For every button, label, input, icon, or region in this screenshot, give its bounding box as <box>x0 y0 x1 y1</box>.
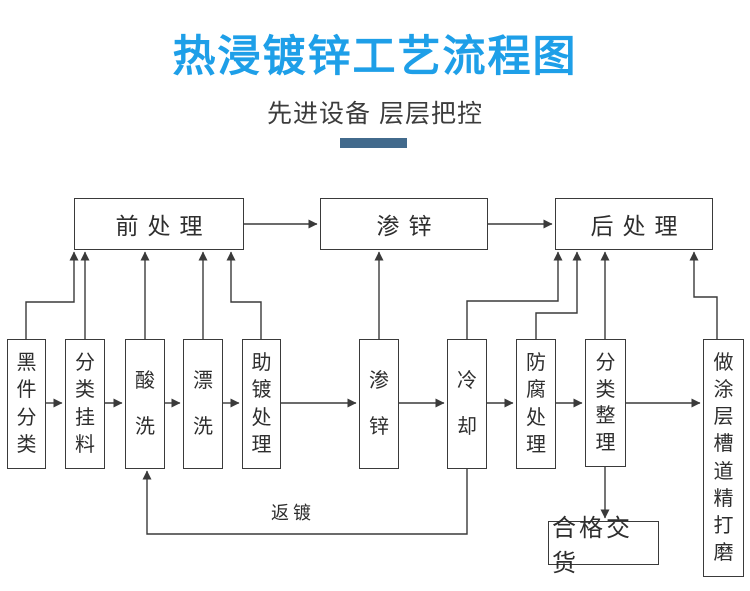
flow-node-char: 漂 <box>193 370 213 393</box>
flow-node-char: 类 <box>75 379 95 402</box>
page-subtitle: 先进设备 层层把控 <box>267 100 483 128</box>
flow-node-char: 整 <box>595 405 616 428</box>
flow-node-char: 镀 <box>251 379 272 402</box>
flow-node-char: 助 <box>251 352 272 375</box>
flow-node-cool: 冷却 <box>447 339 487 469</box>
flow-node-char: 精 <box>713 487 734 510</box>
page-title: 热浸镀锌工艺流程图 <box>172 33 578 81</box>
flow-node-anticorrosion: 防腐处理 <box>516 339 556 469</box>
flow-node-char: 处 <box>526 406 546 429</box>
flow-node-hang: 分类挂料 <box>65 339 105 469</box>
flow-node-grind: 做涂层槽道精打磨 <box>703 339 744 577</box>
flow-node-char: 黑 <box>16 352 37 375</box>
flow-node-char: 理 <box>595 432 616 455</box>
flow-node-black-sort: 黑件分类 <box>7 339 46 469</box>
flow-node-char: 却 <box>457 415 477 438</box>
flow-node-char: 腐 <box>526 379 546 402</box>
flow-edge-black-sort-to-pre <box>25 251 79 339</box>
flow-node-zinc2: 渗锌 <box>359 339 399 469</box>
feedback-edge-label: 返镀 <box>271 503 315 523</box>
flow-node-char: 洗 <box>135 415 155 438</box>
flow-node-deliver: 合格交货 <box>548 516 659 577</box>
flow-node-rinse: 漂洗 <box>183 339 223 469</box>
flow-node-char: 防 <box>526 352 546 375</box>
flow-edge-cool-to-post <box>466 251 563 339</box>
flow-node-pickling: 酸洗 <box>125 339 165 469</box>
flow-edge-flux-to-pre <box>226 251 262 339</box>
flow-node-char: 料 <box>75 433 95 456</box>
flow-node-char: 理 <box>251 433 272 456</box>
flow-node-char: 处 <box>251 406 272 429</box>
flow-edge-anticorrosion-to-post <box>535 251 582 339</box>
flow-node-pre: 前处理 <box>74 198 244 250</box>
flow-edge-grind-to-post <box>689 251 718 339</box>
flow-node-char: 槽 <box>713 433 734 456</box>
flow-node-char: 理 <box>526 433 546 456</box>
flow-node-char: 类 <box>16 433 37 456</box>
flow-node-char: 洗 <box>193 415 213 438</box>
flow-node-sort2: 分类整理 <box>585 339 626 467</box>
flow-node-char: 分 <box>595 351 616 374</box>
title-divider-bar <box>340 138 407 148</box>
flow-node-char: 锌 <box>369 415 389 438</box>
flow-node-char: 分 <box>16 406 37 429</box>
flow-node-char: 道 <box>713 460 734 483</box>
flow-node-char: 冷 <box>457 370 477 393</box>
flow-node-char: 件 <box>16 379 37 402</box>
flow-node-char: 做 <box>713 352 734 375</box>
flow-node-char: 涂 <box>713 379 734 402</box>
flow-node-char: 酸 <box>135 370 155 393</box>
flow-node-char: 分 <box>75 352 95 375</box>
flow-node-char: 打 <box>713 514 734 537</box>
flow-node-char: 层 <box>713 406 734 429</box>
flow-node-char: 渗 <box>369 370 389 393</box>
flow-node-zinc: 渗锌 <box>320 198 488 250</box>
flow-node-char: 挂 <box>75 406 95 429</box>
flow-node-char: 磨 <box>713 541 734 564</box>
flow-edge-cool-to-pickling <box>142 469 468 535</box>
flow-node-post: 后处理 <box>555 198 713 250</box>
flow-node-char: 类 <box>595 378 616 401</box>
flow-node-flux: 助镀处理 <box>242 339 281 469</box>
